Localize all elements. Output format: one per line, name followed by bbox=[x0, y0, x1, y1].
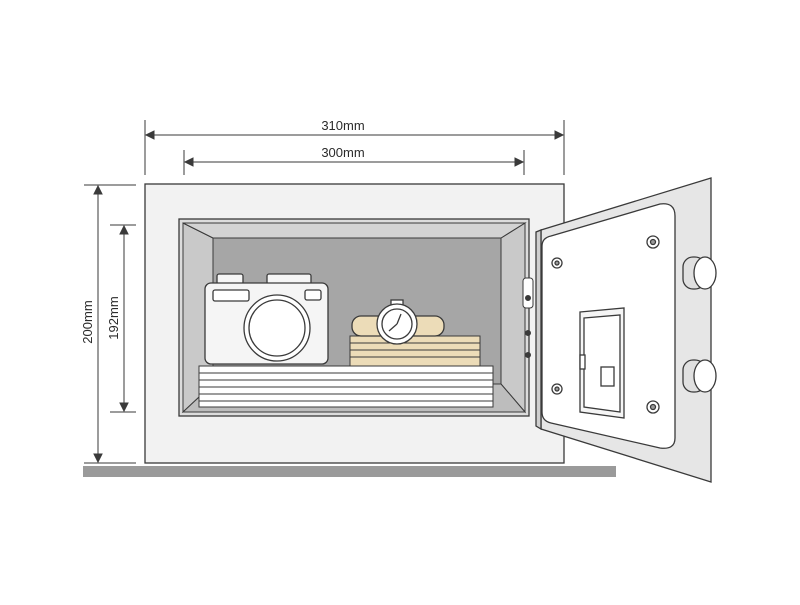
outer-height-dimension bbox=[84, 184, 136, 464]
book-stack bbox=[349, 335, 481, 367]
inner-height-dimension bbox=[110, 224, 136, 413]
inner-width-dimension bbox=[183, 150, 525, 175]
inner-height-label: 192mm bbox=[106, 296, 121, 339]
keypad-icon bbox=[579, 307, 625, 419]
outer-height-label: 200mm bbox=[80, 300, 95, 343]
outer-width-label: 310mm bbox=[321, 118, 364, 133]
floor bbox=[83, 466, 616, 477]
watch-icon bbox=[351, 299, 445, 345]
hinge-icon bbox=[522, 277, 534, 358]
bolt-icon bbox=[682, 256, 717, 393]
document-stack bbox=[198, 365, 494, 408]
outer-width-dimension bbox=[144, 120, 565, 175]
camera-icon bbox=[204, 273, 329, 365]
inner-width-label: 300mm bbox=[321, 145, 364, 160]
